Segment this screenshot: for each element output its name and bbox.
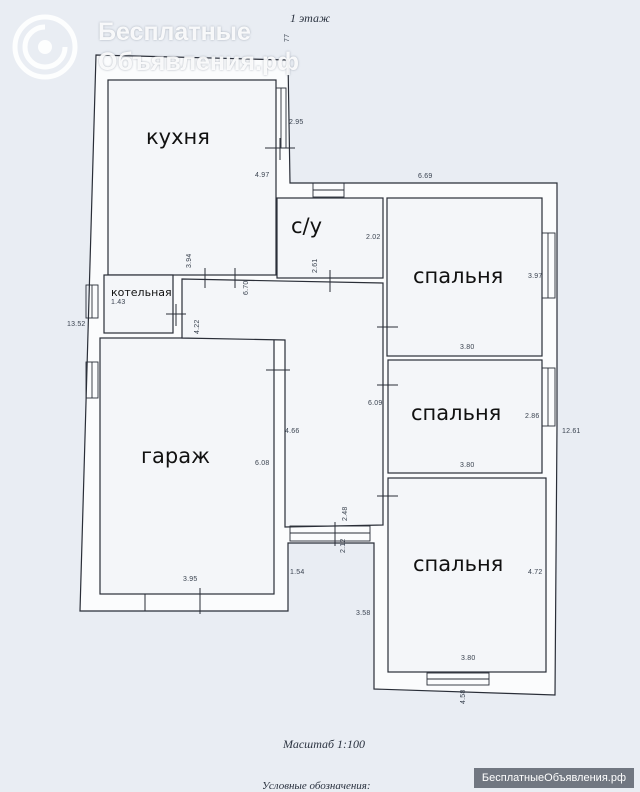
plan-title: 1 этаж [290,11,331,25]
dim-label: 3.97 [528,273,543,280]
kitchen-label: кухня [146,125,210,149]
dim-label: 3.80 [461,655,476,662]
watermark-line-1: Бесплатные [98,18,251,46]
dim-label: 4.97 [255,172,270,179]
dim-label: 4.66 [285,428,300,435]
dim-label: 1.43 [111,299,126,306]
boiler-room [103,274,174,334]
bathroom-room [276,197,384,279]
bedroom-1-room [386,197,543,357]
dim-label: 4.58 [460,689,467,704]
dim-label: 2.12 [340,538,347,553]
boiler-room-label: котельная [111,286,172,299]
dim-label: 2.61 [312,258,319,273]
garage-label: гараж [141,444,211,468]
dim-label: 3.94 [186,253,193,268]
dim-label: 77 [284,33,291,42]
dim-label: 2.95 [289,119,304,126]
dim-label: 2.86 [525,413,540,420]
watermark-line-2: Объявления.рф [98,48,300,76]
bedroom-1-label: спальня [413,264,504,288]
dim-label: 6.08 [255,460,270,467]
dim-label: 3.95 [183,576,198,583]
garage-room [99,337,275,595]
dim-label: 6.09 [368,400,383,407]
legend-label: Условные обозначения: [262,780,371,792]
dim-label: 3.58 [356,610,371,617]
watermark-footer: БесплатныеОбъявления.рф [473,768,634,788]
bathroom-label: с/у [291,214,323,238]
dim-label: 12.61 [562,428,581,435]
dim-label: 4.22 [194,319,201,334]
dim-label: 4.72 [528,569,543,576]
dim-label: 6.70 [243,280,250,295]
door-marks [144,138,398,614]
bedroom-2-label: спальня [411,401,502,425]
dim-label: 6.69 [418,173,433,180]
dim-label: 2.48 [342,506,349,521]
dim-label: 1.54 [290,569,305,576]
scale-label: Масштаб 1:100 [283,737,366,751]
watermark-logo-icon [12,14,78,80]
bedroom-2-room [387,359,543,474]
bedroom-3-room [387,477,547,673]
kitchen-room [107,79,277,276]
windows [85,87,556,686]
bedroom-3-label: спальня [413,552,504,576]
hall-area [181,278,384,528]
dim-label: 13.52 [67,321,86,328]
dim-label: 3.80 [460,344,475,351]
dim-label: 2.02 [366,234,381,241]
dim-label: 3.80 [460,462,475,469]
